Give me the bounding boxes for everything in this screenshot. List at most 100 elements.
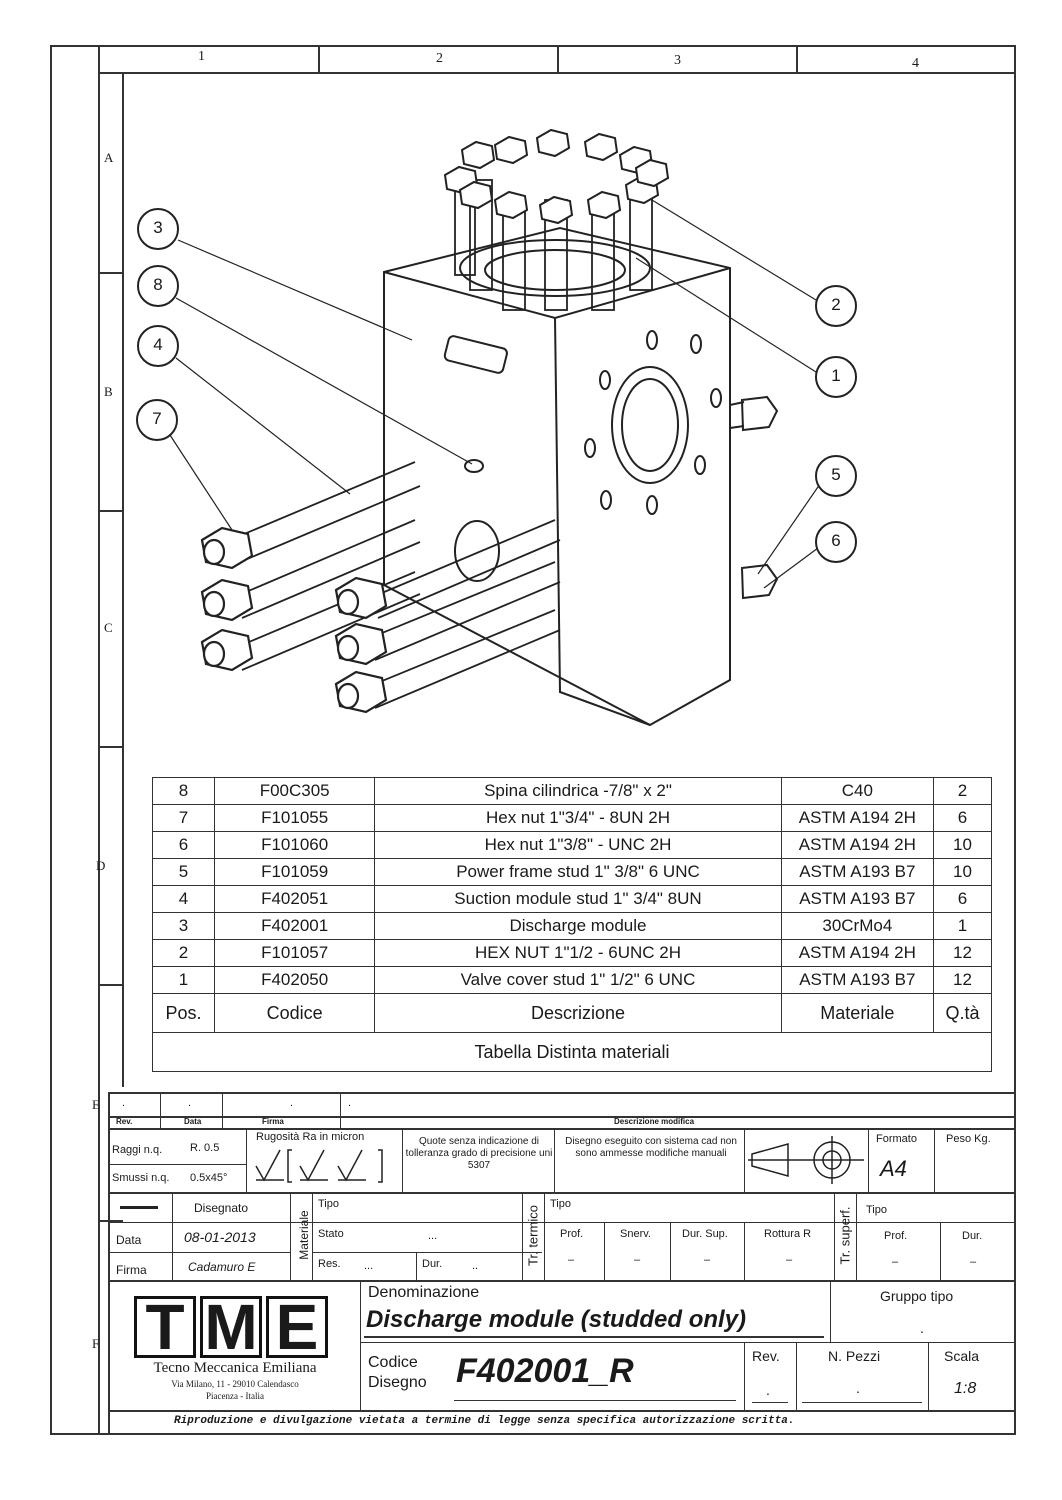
roughness-symbols-icon: [255, 1149, 383, 1183]
scala-value: 1:8: [954, 1380, 977, 1397]
bom-cell-qty: 1: [932, 912, 993, 940]
bom-cell-code: F00C305: [214, 777, 376, 805]
bom-cell-mat: ASTM A194 2H: [780, 831, 934, 859]
balloon-1: 1: [831, 366, 841, 385]
denominazione-label: Denominazione: [368, 1284, 480, 1301]
drawing-code: F402001_R: [456, 1352, 634, 1390]
footer-notice: Riproduzione e divulgazione vietata a te…: [174, 1415, 795, 1427]
bom-header-row: Pos. Codice Descrizione Materiale Q.tà: [151, 993, 993, 1033]
bom-cell-qty: 6: [932, 804, 993, 832]
rottura-dash: –: [786, 1254, 793, 1266]
formato-label: Formato: [876, 1133, 917, 1145]
res-label: Res.: [318, 1258, 341, 1270]
cad-note: Disegno eseguito con sistema cad non son…: [565, 1136, 737, 1159]
logo-letter-t: T: [134, 1295, 196, 1359]
bom-cell-desc: Hex nut 1"3/8" - UNC 2H: [374, 831, 782, 859]
bom-cell-qty: 6: [932, 885, 993, 913]
prof2-label: Prof.: [884, 1230, 908, 1242]
bom-cell-mat: ASTM A193 B7: [780, 885, 934, 913]
logo-letter-e: E: [266, 1295, 328, 1359]
drawing-frame: [50, 45, 1016, 1435]
bom-header-pos: Pos.: [151, 993, 216, 1033]
pezzi-label: N. Pezzi: [828, 1348, 881, 1364]
column-marker-1: 1: [198, 49, 205, 64]
bom-cell-mat: ASTM A194 2H: [780, 939, 934, 967]
bom-cell-desc: Power frame stud 1" 3/8" 6 UNC: [374, 858, 782, 886]
bom-cell-pos: 6: [151, 831, 216, 859]
bom-cell-desc: Valve cover stud 1" 1/2" 6 UNC: [374, 966, 782, 994]
column-marker-2: 2: [436, 51, 443, 66]
bom-cell-pos: 3: [151, 912, 216, 940]
bom-cell-mat: C40: [780, 777, 934, 805]
bom-cell-code: F101055: [214, 804, 376, 832]
bom-cell-pos: 2: [151, 939, 216, 967]
bom-cell-pos: 4: [151, 885, 216, 913]
balloon-2: 2: [831, 295, 841, 314]
tipo2-label: Tipo: [550, 1198, 571, 1210]
tr-termico-vertical-label: Tr. termico: [525, 1205, 541, 1266]
balloon-5: 5: [831, 465, 841, 484]
rev-dot-2: .: [188, 1097, 192, 1109]
disegnato-label: Disegnato: [194, 1201, 249, 1215]
col-strip-line: [98, 72, 1016, 74]
row-marker-d: D: [96, 858, 106, 873]
bom-cell-qty: 12: [932, 966, 993, 994]
bom-header-desc: Descrizione: [374, 993, 782, 1033]
bom-cell-qty: 2: [932, 777, 993, 805]
bom-cell-code: F101057: [214, 939, 376, 967]
bom-cell-mat: ASTM A193 B7: [780, 966, 934, 994]
bom-cell-desc: Discharge module: [374, 912, 782, 940]
bom-header-mat: Materiale: [780, 993, 934, 1033]
rev-data-label: Data: [184, 1117, 202, 1126]
dur-sup-dash: –: [704, 1254, 711, 1266]
column-marker-3: 3: [674, 53, 681, 68]
codice-label-2: Disegno: [368, 1374, 427, 1391]
data-label: Data: [116, 1233, 142, 1247]
row-marker-f: F: [92, 1336, 100, 1351]
dur2-dash: –: [970, 1256, 977, 1268]
bom-cell-code: F101059: [214, 858, 376, 886]
stato-label: Stato: [318, 1228, 344, 1240]
inner-border: [98, 45, 1016, 1435]
bom-cell-mat: ASTM A194 2H: [780, 804, 934, 832]
rottura-label: Rottura R: [764, 1228, 812, 1240]
peso-label: Peso Kg.: [946, 1133, 991, 1145]
bom-cell-code: F101060: [214, 831, 376, 859]
bom-cell-pos: 8: [151, 777, 216, 805]
bom-cell-code: F402050: [214, 966, 376, 994]
dur-sup-label: Dur. Sup.: [682, 1228, 728, 1240]
tr-superf-vertical-label: Tr. superf.: [837, 1206, 853, 1265]
bom-cell-pos: 1: [151, 966, 216, 994]
balloon-6: 6: [831, 531, 841, 550]
rev-descr-label: Descrizione modifica: [614, 1117, 695, 1126]
bom-caption-row: Tabella Distinta materiali: [152, 1032, 992, 1072]
firma-label: Firma: [116, 1263, 147, 1277]
bom-cell-desc: Hex nut 1"3/4" - 8UN 2H: [374, 804, 782, 832]
bom-cell-desc: Suction module stud 1" 3/4" 8UN: [374, 885, 782, 913]
company-address: Via Milano, 11 - 29010 Calendasco: [171, 1379, 299, 1389]
balloon-3: 3: [153, 218, 163, 237]
bom-header-code: Codice: [214, 993, 376, 1033]
bom-caption: Tabella Distinta materiali: [152, 1032, 992, 1072]
company-city: Piacenza - Italia: [206, 1391, 264, 1401]
quote-tolerance-note: Quote senza indicazione di tolleranza gr…: [405, 1136, 553, 1171]
drawing-title: Discharge module (studded only): [366, 1306, 747, 1333]
dur2-label: Dur.: [962, 1230, 983, 1242]
tipo-label: Tipo: [318, 1198, 339, 1210]
logo-letter-m: M: [200, 1295, 262, 1359]
bom-cell-code: F402051: [214, 885, 376, 913]
company-name: Tecno Meccanica Emiliana: [153, 1360, 317, 1376]
prof-label: Prof.: [560, 1228, 584, 1240]
gruppo-tipo-label: Gruppo tipo: [880, 1288, 954, 1304]
bom-cell-qty: 10: [932, 858, 993, 886]
bom-header-qty: Q.tà: [932, 993, 993, 1033]
discharge-module-drawing: [136, 128, 857, 727]
